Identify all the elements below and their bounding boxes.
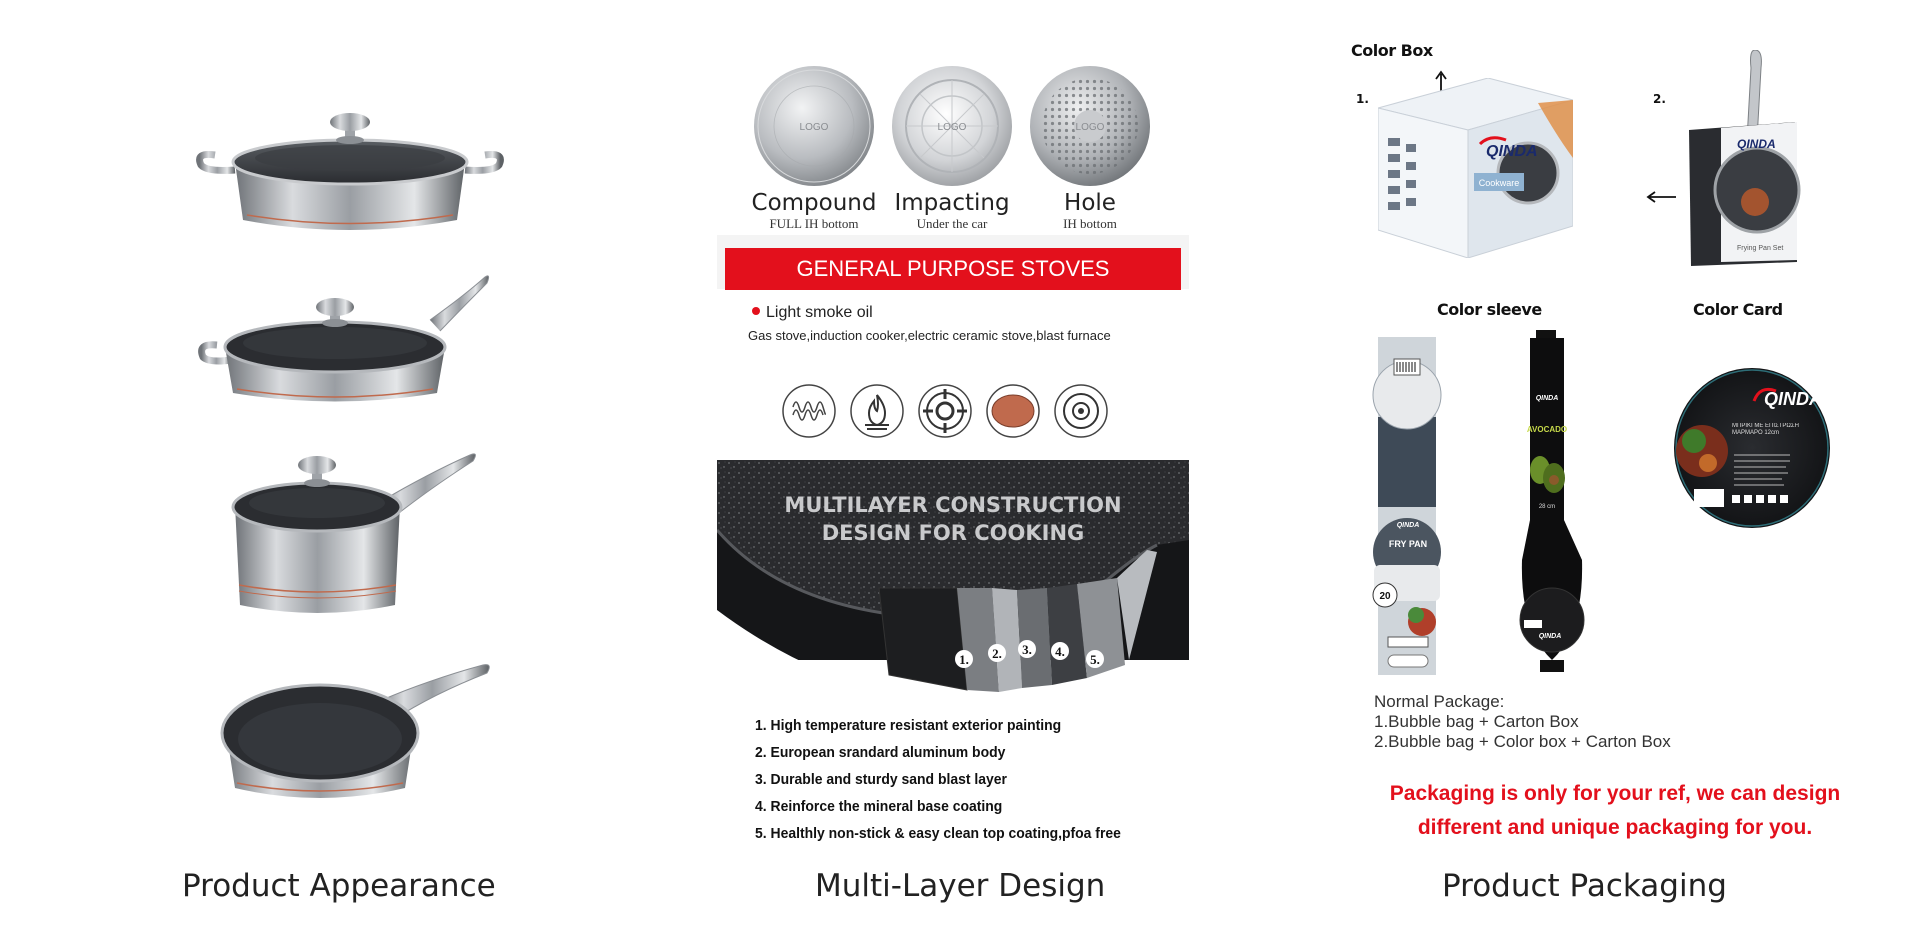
sleeve-right-brand: QINDA bbox=[1536, 395, 1559, 402]
impacting-title: Impacting bbox=[894, 190, 1010, 216]
layer-marker-4: 4. bbox=[1055, 644, 1065, 659]
normal-package-option-1: 1.Bubble bag + Carton Box bbox=[1374, 712, 1579, 731]
impacting-bottom-disc: LOGO bbox=[890, 64, 1014, 188]
sleeve-left-title: FRY PAN bbox=[1389, 539, 1427, 549]
pan-box-caption: Frying Pan Set bbox=[1737, 245, 1783, 252]
sleeve-right-size: 28 cm bbox=[1539, 504, 1555, 510]
layer-marker-2: 2. bbox=[992, 646, 1002, 661]
gas-burner-icon bbox=[917, 383, 973, 439]
compound-label: Compound FULL IH bottom bbox=[734, 190, 894, 232]
card-brand: QINDA bbox=[1764, 389, 1822, 409]
normal-package-title: Normal Package: bbox=[1374, 692, 1505, 711]
card-product-title: ΜΠΡΙΚΙ ΜΕ ΕΠΙΣΤΡΩΣΗ ΜΑΡΜΑΡΟ 12cm bbox=[1732, 423, 1799, 436]
sleeve-left-brand: QINDA bbox=[1397, 522, 1420, 529]
casserole-image bbox=[195, 100, 505, 270]
color-box-image: Cookware QINDA bbox=[1376, 77, 1575, 259]
layer-item: 5. Healthly non-stick & easy clean top c… bbox=[755, 825, 1121, 842]
packaging-notice-line-2: different and unique packaging for you. bbox=[1417, 816, 1813, 839]
impacting-label: Impacting Under the car bbox=[872, 190, 1032, 232]
compound-title: Compound bbox=[751, 190, 877, 216]
hole-title: Hole bbox=[1064, 190, 1116, 216]
ceramic-plate-icon bbox=[985, 383, 1041, 439]
impacting-sub: Under the car bbox=[916, 216, 988, 231]
sauce-pan-image bbox=[195, 445, 505, 615]
packaging-notice-line-1: Packaging is only for your ref, we can d… bbox=[1389, 782, 1841, 805]
compound-sub: FULL IH bottom bbox=[769, 216, 859, 231]
bullet-dot-icon bbox=[752, 307, 760, 315]
stoves-banner: GENERAL PURPOSE STOVES bbox=[725, 248, 1181, 290]
packaging-caption: Product Packaging bbox=[1442, 868, 1727, 904]
hob-icon bbox=[1053, 383, 1109, 439]
hole-sub: IH bottom bbox=[1063, 216, 1117, 231]
package-number-2: 2. bbox=[1653, 92, 1666, 106]
disc-logo-1: LOGO bbox=[800, 122, 829, 133]
box-cookware-tag: Cookware bbox=[1479, 178, 1520, 188]
color-box-label: Color Box bbox=[1351, 41, 1433, 60]
color-sleeve-label: Color sleeve bbox=[1437, 300, 1542, 319]
layer-list: 1. High temperature resistant exterior p… bbox=[755, 712, 1148, 847]
multilayer-construction-image: 1. 2. 3. 4. 5. MULTILAYER CONSTRUCTION D… bbox=[715, 460, 1189, 700]
package-number-1: 1. bbox=[1356, 92, 1369, 106]
sleeve-left-size: 20 bbox=[1379, 591, 1391, 602]
hole-bottom-disc: LOGO bbox=[1028, 64, 1152, 188]
layer-marker-3: 3. bbox=[1022, 642, 1032, 657]
pan-box-brand: QINDA bbox=[1737, 137, 1776, 151]
layer-item: 2. European srandard aluminum body bbox=[755, 744, 1006, 761]
compound-bottom-disc: LOGO bbox=[752, 64, 876, 188]
multilayer-caption: Multi-Layer Design bbox=[815, 868, 1106, 904]
color-card-label: Color Card bbox=[1693, 300, 1783, 319]
disc-logo-2: LOGO bbox=[938, 122, 967, 133]
normal-package-block: Normal Package: 1.Bubble bag + Carton Bo… bbox=[1374, 692, 1671, 752]
color-sleeve-left-image: 20 FRY PAN QINDA bbox=[1370, 337, 1448, 675]
box-brand-logo: QINDA bbox=[1486, 143, 1538, 160]
normal-package-option-2: 2.Bubble bag + Color box + Carton Box bbox=[1374, 732, 1671, 751]
frying-pan-image bbox=[195, 663, 505, 833]
induction-coil-icon bbox=[781, 383, 837, 439]
layer-marker-5: 5. bbox=[1090, 652, 1100, 667]
sleeve-right-brand-bottom: QINDA bbox=[1539, 633, 1562, 640]
packaging-notice: Packaging is only for your ref, we can d… bbox=[1360, 777, 1870, 845]
layer-item: 1. High temperature resistant exterior p… bbox=[755, 717, 1062, 734]
hole-label: Hole IH bottom bbox=[1010, 190, 1170, 232]
appearance-caption: Product Appearance bbox=[182, 868, 496, 904]
color-card-image: QINDA ΜΠΡΙΚΙ ΜΕ ΕΠΙΣΤΡΩΣΗ ΜΑΡΜΑΡΟ 12cm bbox=[1672, 365, 1832, 535]
disc-logo-3: LOGO bbox=[1076, 122, 1105, 133]
light-smoke-oil-text: Light smoke oil bbox=[766, 304, 873, 321]
flame-icon bbox=[849, 383, 905, 439]
layer-item: 3. Durable and sturdy sand blast layer bbox=[755, 771, 1007, 788]
layer-item: 4. Reinforce the mineral base coating bbox=[755, 798, 1003, 815]
multilayer-headline-1: MULTILAYER CONSTRUCTION bbox=[784, 493, 1121, 517]
arrow-left-icon bbox=[1646, 191, 1676, 203]
compatible-stoves-text: Gas stove,induction cooker,electric cera… bbox=[748, 328, 1111, 343]
multilayer-headline-2: DESIGN FOR COOKING bbox=[822, 521, 1085, 545]
color-sleeve-right-image: QINDA AVOCADO 28 cm QINDA bbox=[1512, 330, 1592, 675]
saute-pan-image bbox=[195, 265, 505, 435]
pan-box-image: QINDA Frying Pan Set bbox=[1685, 49, 1815, 270]
sleeve-right-title: AVOCADO bbox=[1527, 425, 1567, 434]
layer-marker-1: 1. bbox=[959, 652, 969, 667]
